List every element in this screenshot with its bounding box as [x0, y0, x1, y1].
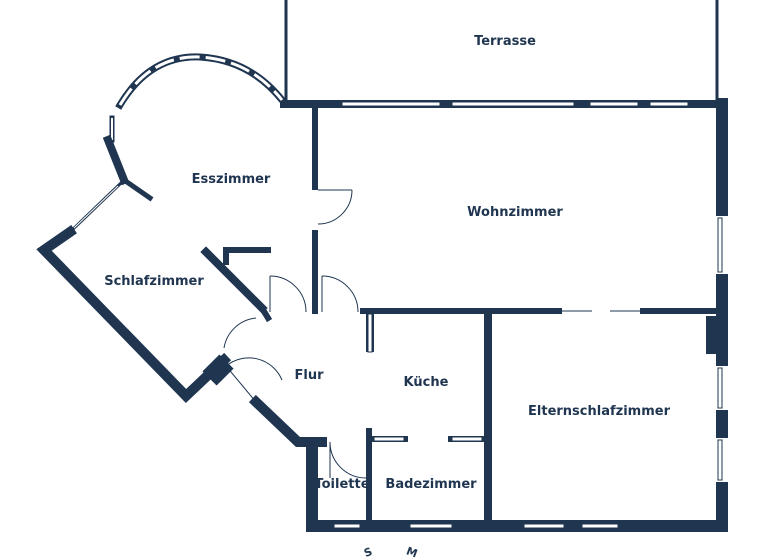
- room-label-kueche: Küche: [404, 375, 449, 390]
- room-label-elternschlafzimmer: Elternschlafzimmer: [528, 404, 671, 419]
- room-label-schlafzimmer: Schlafzimmer: [104, 274, 204, 289]
- room-label-flur: Flur: [294, 368, 324, 383]
- compass-marker: S M: [362, 544, 419, 560]
- doors-flur: [223, 275, 359, 403]
- dining-living-wall: [312, 104, 353, 314]
- north-wall: [280, 100, 722, 108]
- living-south-wall: [360, 308, 718, 314]
- bedroom-dining-wall: [200, 246, 273, 323]
- compass-m-label: M: [404, 544, 419, 560]
- wet-rooms-walls: [318, 312, 492, 526]
- room-label-badezimmer: Badezimmer: [385, 477, 477, 492]
- room-label-wohnzimmer: Wohnzimmer: [467, 205, 563, 220]
- flur-walls: [248, 394, 327, 526]
- south-wall: [306, 520, 728, 532]
- bedroom-outer-walls: [36, 179, 234, 404]
- bay-window: [102, 53, 287, 202]
- room-label-toilette: Toilette: [314, 477, 369, 492]
- room-label-terrasse: Terrasse: [474, 34, 536, 49]
- terrace-outline: [284, 0, 719, 104]
- room-label-esszimmer: Esszimmer: [192, 172, 271, 187]
- east-wall: [706, 98, 728, 532]
- compass-s-label: S: [362, 545, 374, 560]
